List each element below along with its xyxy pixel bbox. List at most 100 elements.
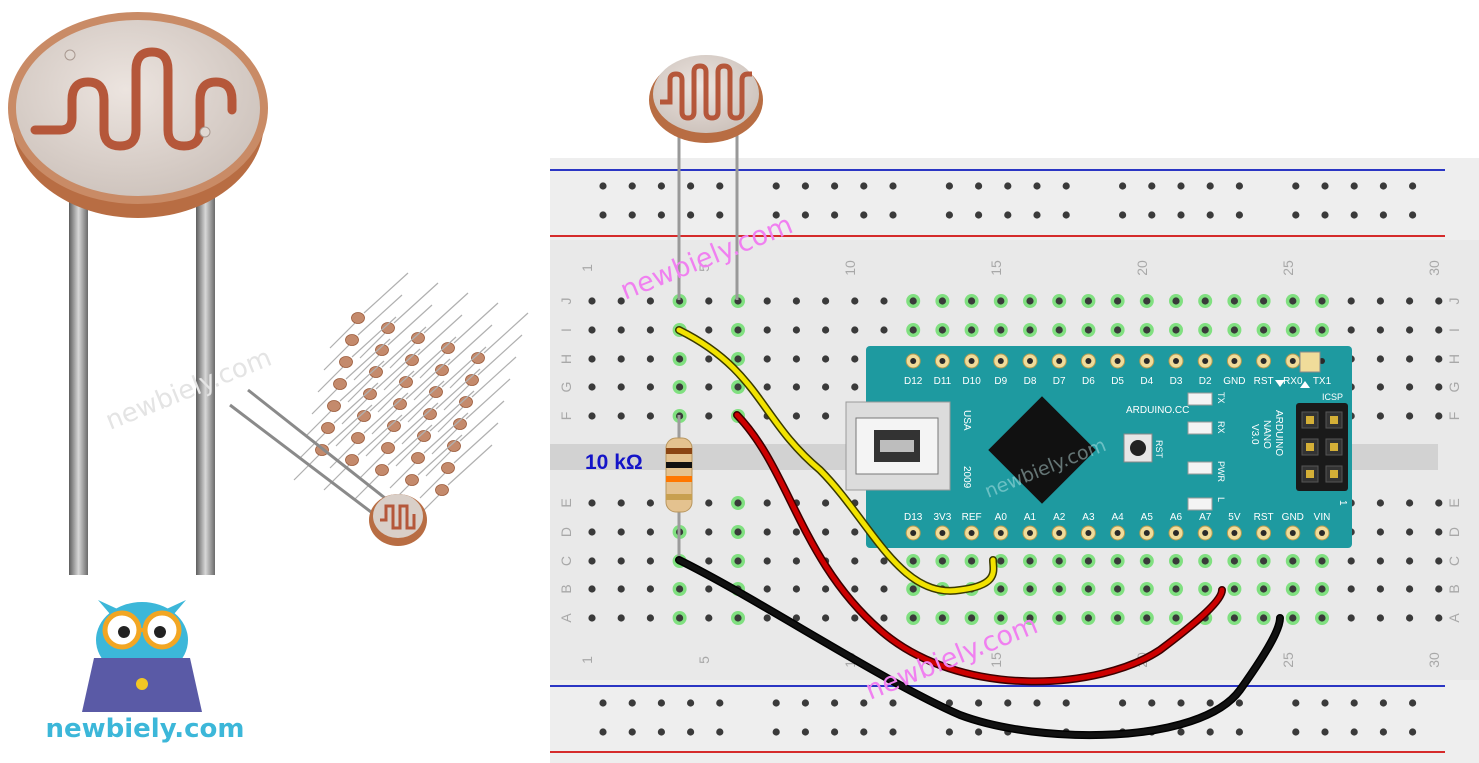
- nano-pin-hole: [1027, 530, 1033, 536]
- breadboard-hole: [1230, 557, 1238, 565]
- nano-pin-label: A1: [1024, 512, 1037, 523]
- breadboard-hole: [968, 614, 976, 622]
- bundle-leg: [387, 304, 433, 346]
- breadboard-hole: [705, 585, 713, 593]
- breadboard-hole: [1114, 297, 1122, 305]
- breadboard-hole: [588, 412, 596, 420]
- rail-hole: [1004, 211, 1012, 219]
- breadboard-hole: [997, 297, 1005, 305]
- rail-hole: [772, 728, 780, 736]
- breadboard-hole: [734, 499, 742, 507]
- rail-hole: [628, 182, 636, 190]
- rail-hole: [599, 699, 607, 707]
- breadboard-hole: [1376, 326, 1384, 334]
- nano-pin-hole: [1027, 358, 1033, 364]
- rail-hole: [716, 211, 724, 219]
- breadboard-hole: [997, 585, 1005, 593]
- breadboard-hole: [792, 355, 801, 363]
- column-number: 25: [1280, 652, 1296, 668]
- nano-pin-hole: [997, 358, 1004, 364]
- small-ldr-leg: [229, 403, 376, 517]
- breadboard-hole: [938, 614, 947, 622]
- rail-hole: [1177, 182, 1185, 190]
- breadboard-hole: [822, 297, 830, 305]
- nano-pin-hole: [1231, 358, 1238, 364]
- breadboard-hole: [822, 326, 830, 334]
- yellow-wire: [676, 327, 996, 594]
- breadboard-hole: [1347, 326, 1355, 334]
- rail-hole: [1148, 699, 1156, 707]
- small-ldr-leg: [247, 388, 391, 504]
- nano-pin-hole: [910, 358, 917, 364]
- rail-hole: [860, 211, 868, 219]
- resistor-10k: 10 kΩ: [585, 415, 693, 560]
- nano-pin-hole: [1143, 358, 1150, 364]
- bundle-ldr: [447, 440, 461, 452]
- rail-hole: [1177, 728, 1185, 736]
- breadboard-hole: [705, 557, 713, 565]
- model-line-1: ARDUINO: [1273, 410, 1284, 456]
- breadboard-hole: [1172, 557, 1180, 565]
- rail-hole: [1379, 211, 1387, 219]
- bundle-leg: [435, 368, 481, 410]
- usb-connector: [845, 401, 951, 491]
- rail-hole: [1292, 699, 1300, 707]
- bundle-leg: [357, 414, 403, 456]
- breadboard-hole: [1201, 297, 1209, 305]
- rst-label: RST: [1154, 440, 1164, 459]
- bundle-leg: [323, 343, 351, 371]
- rail-hole: [1004, 699, 1012, 707]
- nano-pin-hole: [1289, 358, 1296, 364]
- rail-hole: [1321, 728, 1329, 736]
- breadboard-hole: [1260, 326, 1268, 334]
- bundle-leg: [347, 375, 375, 403]
- breadboard-hole: [1376, 557, 1384, 565]
- bundle-leg: [353, 353, 381, 381]
- breadboard-hole: [1406, 557, 1414, 565]
- rail-hole: [687, 182, 695, 190]
- bundle-leg: [339, 360, 385, 402]
- breadboard-hole: [1435, 383, 1443, 391]
- breadboard-hole: [1026, 585, 1034, 593]
- bundle-ldr: [417, 430, 431, 442]
- bundle-leg: [311, 387, 339, 415]
- bundle-leg: [447, 324, 493, 366]
- breadboard-hole: [968, 297, 976, 305]
- breadboard-hole: [705, 528, 713, 536]
- breadboard-hole: [763, 297, 771, 305]
- status-led-label: RX: [1216, 421, 1226, 434]
- column-number: 1: [579, 264, 595, 272]
- rail-hole: [657, 728, 666, 736]
- breadboard-hole: [763, 383, 771, 391]
- breadboard-hole: [1435, 585, 1443, 593]
- bundle-leg: [405, 358, 451, 400]
- breadboard-hole: [588, 585, 596, 593]
- bundle-leg: [363, 392, 409, 434]
- row-letter: C: [558, 556, 574, 566]
- rail-hole: [1321, 211, 1329, 219]
- breadboard-hole: [1201, 585, 1209, 593]
- breadboard-hole: [851, 355, 859, 363]
- rail-hole: [1350, 182, 1358, 190]
- breadboard-hole: [763, 499, 771, 507]
- bundle-leg: [389, 341, 417, 369]
- breadboard-hole: [792, 383, 801, 391]
- column-number: 5: [696, 264, 712, 272]
- red-wire: [734, 412, 1225, 684]
- rail-hole: [1235, 211, 1243, 219]
- column-number: 1: [579, 656, 595, 664]
- bundle-leg: [375, 348, 421, 390]
- column-number: 15: [988, 652, 1004, 668]
- nano-pin-label: D8: [1024, 376, 1037, 387]
- nano-pin-hole: [1173, 358, 1179, 364]
- breadboard-hole: [1289, 326, 1297, 334]
- breadboard-hole: [1172, 614, 1180, 622]
- bundle-leg: [407, 395, 435, 423]
- bundle-ldr: [465, 374, 479, 386]
- breadboard-hole: [1318, 297, 1326, 305]
- bundle-leg: [335, 419, 363, 447]
- breadboard-hole: [1435, 528, 1443, 536]
- rail-hole: [860, 182, 868, 190]
- bundle-leg: [345, 338, 391, 380]
- breadboard-hole: [646, 383, 655, 391]
